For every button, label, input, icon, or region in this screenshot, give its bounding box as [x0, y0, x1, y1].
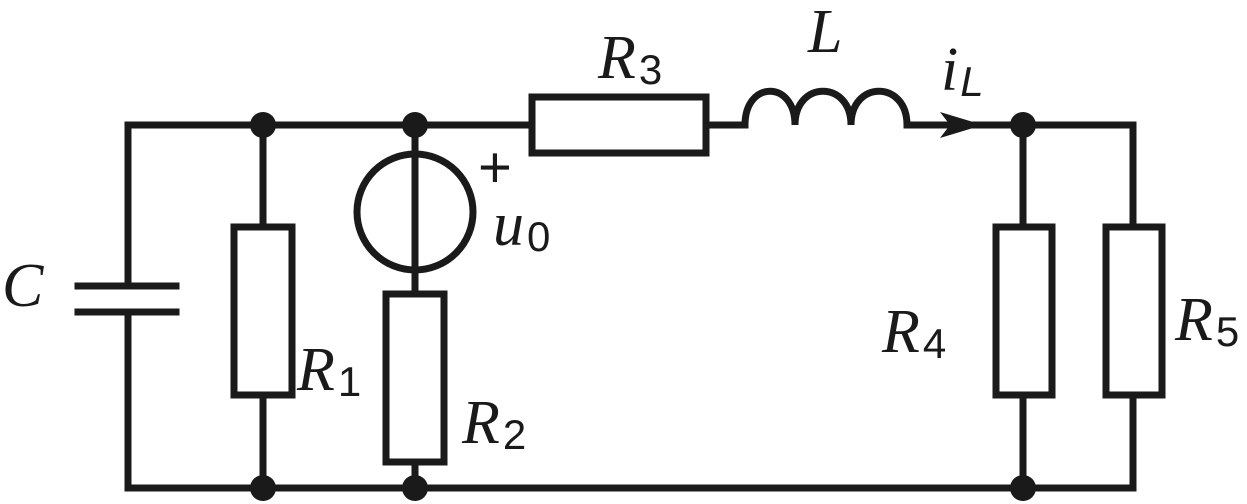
resistor-r3: [528, 93, 710, 157]
junction-dot: [250, 475, 276, 501]
resistor-r2: [382, 290, 448, 466]
capacitor-c: [74, 121, 180, 492]
label-r4: R4: [881, 298, 946, 367]
junction-dot: [1010, 475, 1036, 501]
label-l: L: [807, 0, 842, 66]
label-u0: u0: [493, 191, 550, 260]
current-arrow-il: [940, 112, 983, 138]
junction-nodes: [250, 112, 1036, 501]
junction-dot: [1010, 112, 1036, 138]
label-r5: R5: [1174, 286, 1239, 355]
label-r1: R1: [296, 336, 361, 405]
junction-dot: [250, 112, 276, 138]
label-r3: R3: [597, 24, 662, 93]
resistor-r1: [230, 121, 296, 492]
polarity-plus: +: [478, 135, 512, 200]
label-r2: R2: [461, 389, 526, 458]
label-c: C: [2, 252, 44, 320]
junction-dot: [402, 112, 428, 138]
resistor-r4: [992, 121, 1056, 492]
junction-dot: [402, 475, 428, 501]
resistor-r5: [1102, 121, 1166, 492]
inductor-l: [741, 87, 911, 129]
label-il: iL: [941, 36, 984, 105]
